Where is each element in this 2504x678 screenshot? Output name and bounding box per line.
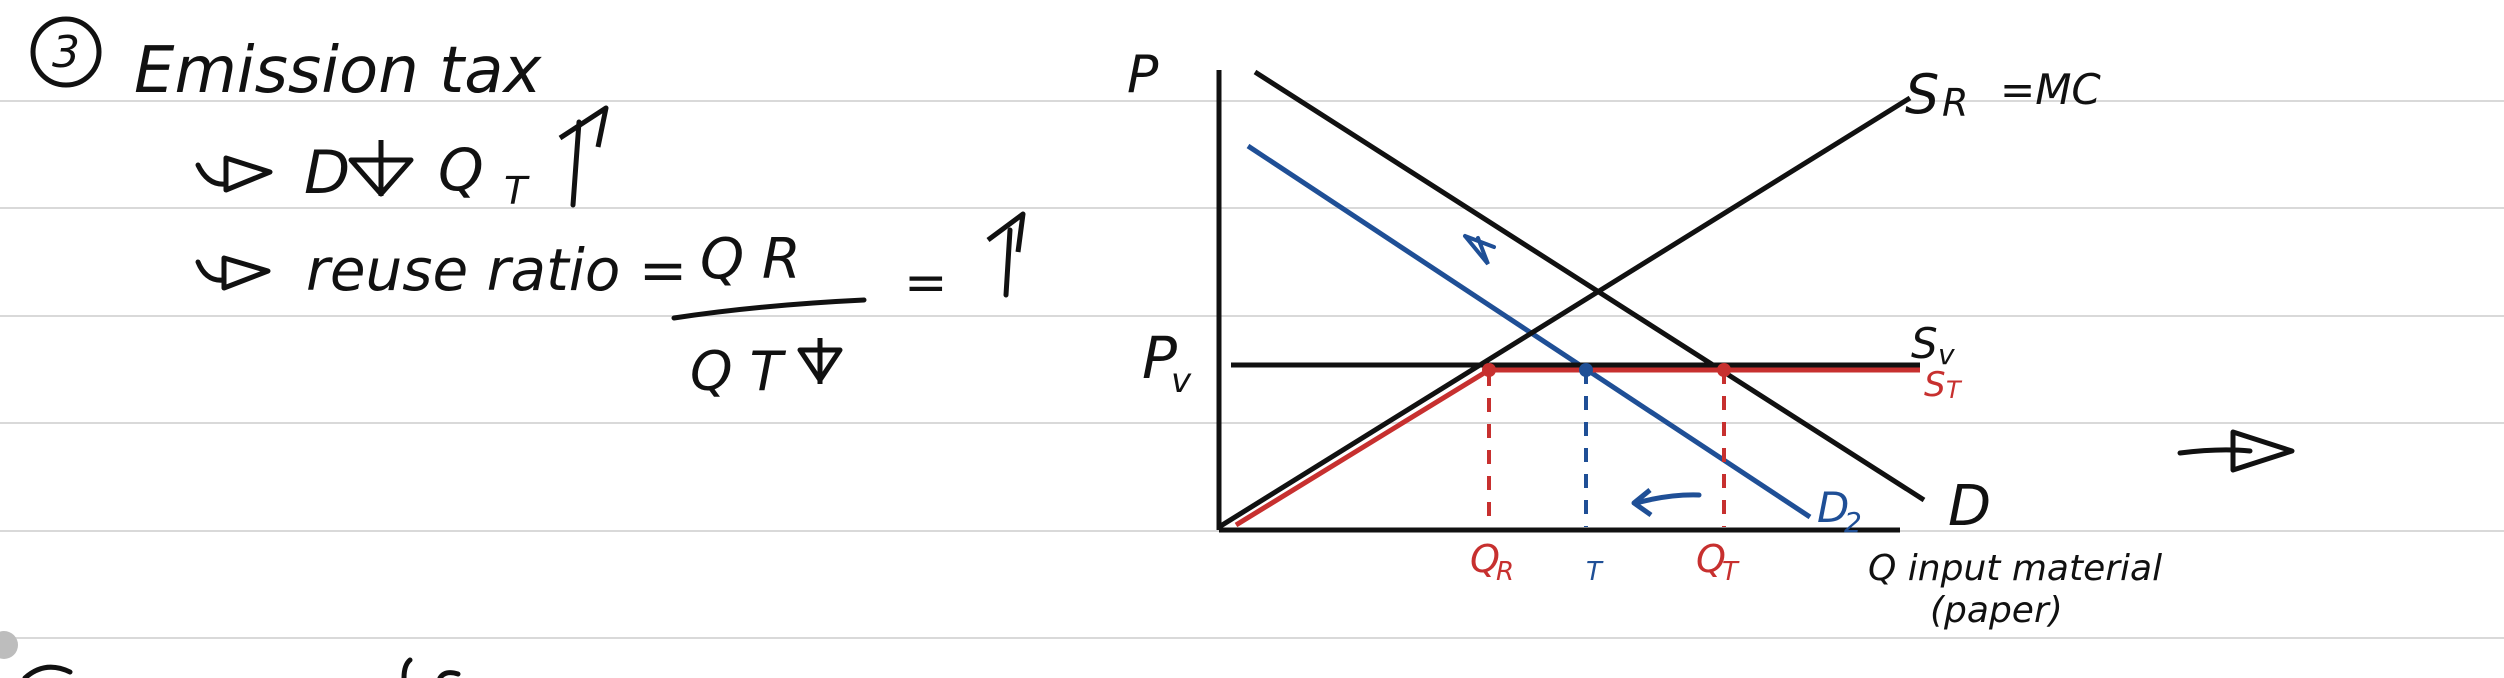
demand-curve-2 (1246, 143, 1812, 520)
qr-label-main: Q (1470, 537, 1500, 581)
section-fragment-mark (401, 657, 413, 678)
pv-label-main: P (1142, 324, 1177, 392)
supply-label-sub: R (1942, 81, 1968, 125)
bullet-arrow-icon (195, 259, 227, 283)
section-number: 3 (52, 27, 80, 78)
supply-label-main: S (1905, 63, 1939, 126)
qr-label-sub: R (1496, 557, 1514, 587)
section-number-circle (30, 16, 102, 88)
demand-label: D (1948, 474, 1991, 539)
qr-point (1482, 363, 1496, 377)
sv-label-sub: v (1938, 338, 1955, 371)
shift-arrow-icon (1463, 234, 1496, 266)
x-axis-label-line2: (paper) (1930, 590, 2063, 631)
up-arrow-icon (1003, 227, 1013, 298)
qt-red-point (1717, 363, 1731, 377)
fraction-bar (671, 297, 867, 321)
line1-symbol: Q (438, 136, 484, 204)
right-arrow-icon (2177, 447, 2253, 456)
next-section-fragment (22, 657, 461, 678)
ratio-numerator: Q R (700, 227, 801, 292)
ratio-equals: = (904, 253, 948, 313)
up-arrow-icon (570, 119, 582, 208)
section-fragment-mark (437, 670, 461, 678)
pv-label-sub: v (1171, 361, 1192, 401)
line2-prefix: reuse ratio = (306, 236, 687, 304)
left-arrow-head-icon (1631, 488, 1653, 518)
demand-curve (1253, 69, 1926, 503)
left-arrow-icon (1633, 492, 1702, 506)
up-arrow-head-icon (986, 211, 1026, 253)
right-arrow-head-icon (2230, 429, 2295, 473)
st-label-main: S (1924, 365, 1946, 405)
axis-y-label: P (1127, 45, 1159, 105)
up-arrow-head-icon (558, 105, 609, 148)
supply-label-rest: =MC (2000, 65, 2101, 114)
qt-red-label-sub: T (1722, 557, 1740, 587)
ratio-denominator: Q T (690, 340, 787, 403)
qt-blue-label-sub: T (1586, 557, 1604, 587)
notes-heading: Emission tax (134, 34, 542, 108)
demand2-label-sub: 2 (1844, 506, 1862, 539)
supply-curve-sr-mc (1217, 95, 1912, 530)
bullet-arrow-icon (223, 155, 273, 193)
margin-dot (0, 631, 18, 659)
x-axis-label-line1: Q input material (1868, 548, 2162, 589)
st-label-sub: T (1946, 376, 1963, 404)
line1-prefix: D (304, 138, 350, 208)
line1-subscript: T (504, 169, 530, 213)
demand2-label-main: D (1817, 483, 1849, 532)
qt-blue-point (1579, 363, 1593, 377)
bullet-arrow-icon (195, 162, 229, 187)
qt-red-label-main: Q (1696, 537, 1726, 581)
bullet-arrow-icon (221, 255, 271, 291)
sv-label-main: S (1911, 319, 1938, 368)
supply-demand-diagram: P P v S R =MC S v S T D D 2 Q R T Q T Q … (1127, 45, 2295, 631)
section-fragment-mark (22, 664, 73, 678)
notes-section: 3 Emission tax D Q T reuse ratio = Q R Q… (30, 16, 1026, 403)
